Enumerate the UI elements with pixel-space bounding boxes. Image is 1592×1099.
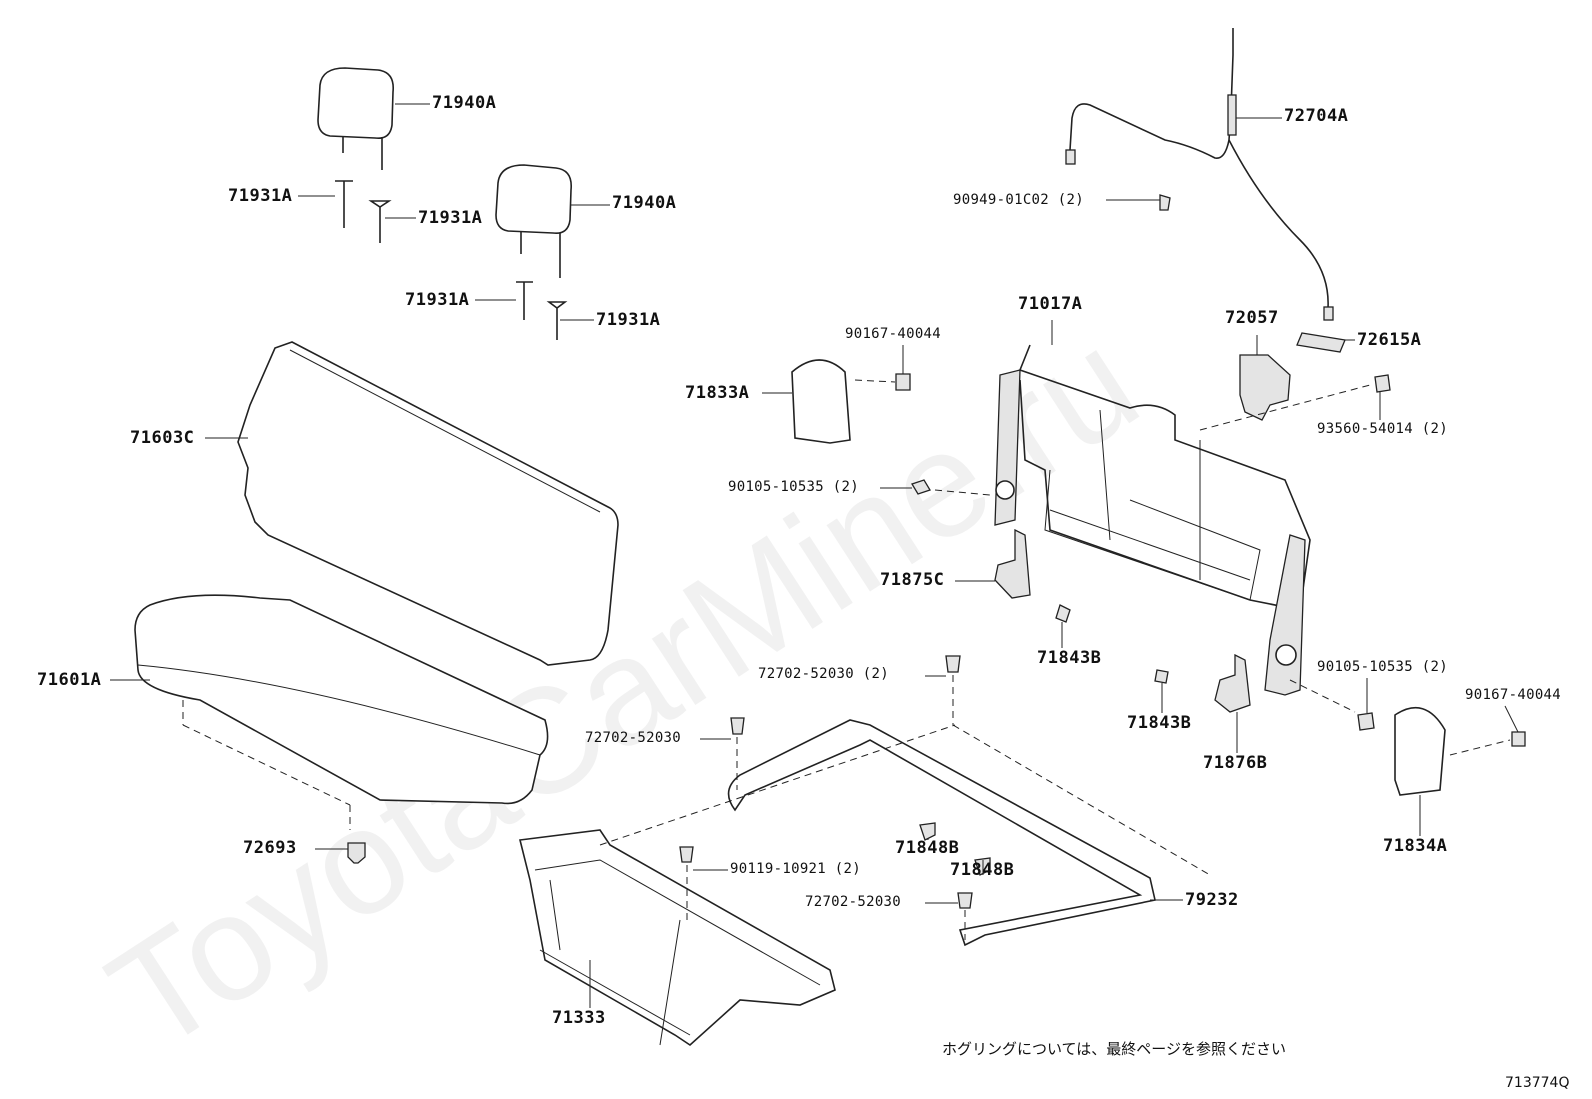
label-clamp: 90949-01C02 (2) xyxy=(953,192,1084,208)
label-lock: 72057 xyxy=(1225,308,1279,328)
label-frame-79232: 79232 xyxy=(1185,890,1239,910)
frame-71333-shape xyxy=(519,829,836,1047)
headrest-2-shape xyxy=(495,164,573,278)
headrest-supports xyxy=(335,180,568,340)
label-bolt-90167-left: 90167-40044 xyxy=(845,326,942,342)
label-screw-93560: 93560-54014 (2) xyxy=(1317,421,1448,437)
label-bolt-90105-left: 90105-10535 (2) xyxy=(728,479,859,495)
label-cover-71833: 71833A xyxy=(685,383,750,403)
label-headrest-2: 71940A xyxy=(612,193,677,213)
label-clip-72693: 72693 xyxy=(243,838,297,858)
footnote: ホグリングについては、最終ページを参照ください xyxy=(942,1040,1286,1058)
bracket-71875-shape xyxy=(994,528,1031,599)
label-back-cover: 71603C xyxy=(130,428,195,448)
cover-71834-shape xyxy=(1394,706,1446,796)
seat-back-shape xyxy=(237,341,619,666)
seat-back-frame-shape xyxy=(994,344,1311,696)
label-bolt-72702-top: 72702-52030 (2) xyxy=(758,666,889,682)
label-frame-71333: 71333 xyxy=(552,1008,606,1028)
label-cover-71834: 71834A xyxy=(1383,836,1448,856)
cover-71833-shape xyxy=(791,359,851,444)
label-stopper-left: 71843B xyxy=(1037,648,1102,668)
clip-72693-shape xyxy=(347,842,366,864)
label-stopper-right: 71843B xyxy=(1127,713,1192,733)
label-headrest-1: 71940A xyxy=(432,93,497,113)
headrest-1-shape xyxy=(317,67,395,170)
label-bracket-71876: 71876B xyxy=(1203,753,1268,773)
label-bolt-90167-right: 90167-40044 xyxy=(1465,687,1562,703)
label-bolt-72702-left: 72702-52030 xyxy=(585,730,682,746)
label-support-4: 71931A xyxy=(596,310,661,330)
label-support-1: 71931A xyxy=(228,186,293,206)
cover-72615-shape xyxy=(1296,332,1346,353)
seat-cushion-shape xyxy=(134,594,549,830)
label-back-frame: 71017A xyxy=(1018,294,1083,314)
label-support-3: 71931A xyxy=(405,290,470,310)
label-bolt-72702-bottom: 72702-52030 xyxy=(805,894,902,910)
frame-79232-shape xyxy=(599,719,1211,947)
label-bolt-90105-right: 90105-10535 (2) xyxy=(1317,659,1448,675)
bracket-71876-shape xyxy=(1214,653,1251,713)
label-cushion: 71601A xyxy=(37,670,102,690)
label-bolt-90119: 90119-10921 (2) xyxy=(730,861,861,877)
label-cover-72615: 72615A xyxy=(1357,330,1422,350)
label-cable: 72704A xyxy=(1284,106,1349,126)
release-cable-shape xyxy=(1065,28,1334,321)
label-support-2: 71931A xyxy=(418,208,483,228)
label-clip-71848-2: 71848B xyxy=(950,860,1015,880)
label-bracket-71875: 71875C xyxy=(880,570,945,590)
clip-71848-1-shape xyxy=(919,822,936,841)
lock-72057-shape xyxy=(1239,354,1291,421)
bolts xyxy=(679,374,1391,940)
diagram-code: 713774Q xyxy=(1505,1075,1570,1091)
label-clip-71848-1: 71848B xyxy=(895,838,960,858)
